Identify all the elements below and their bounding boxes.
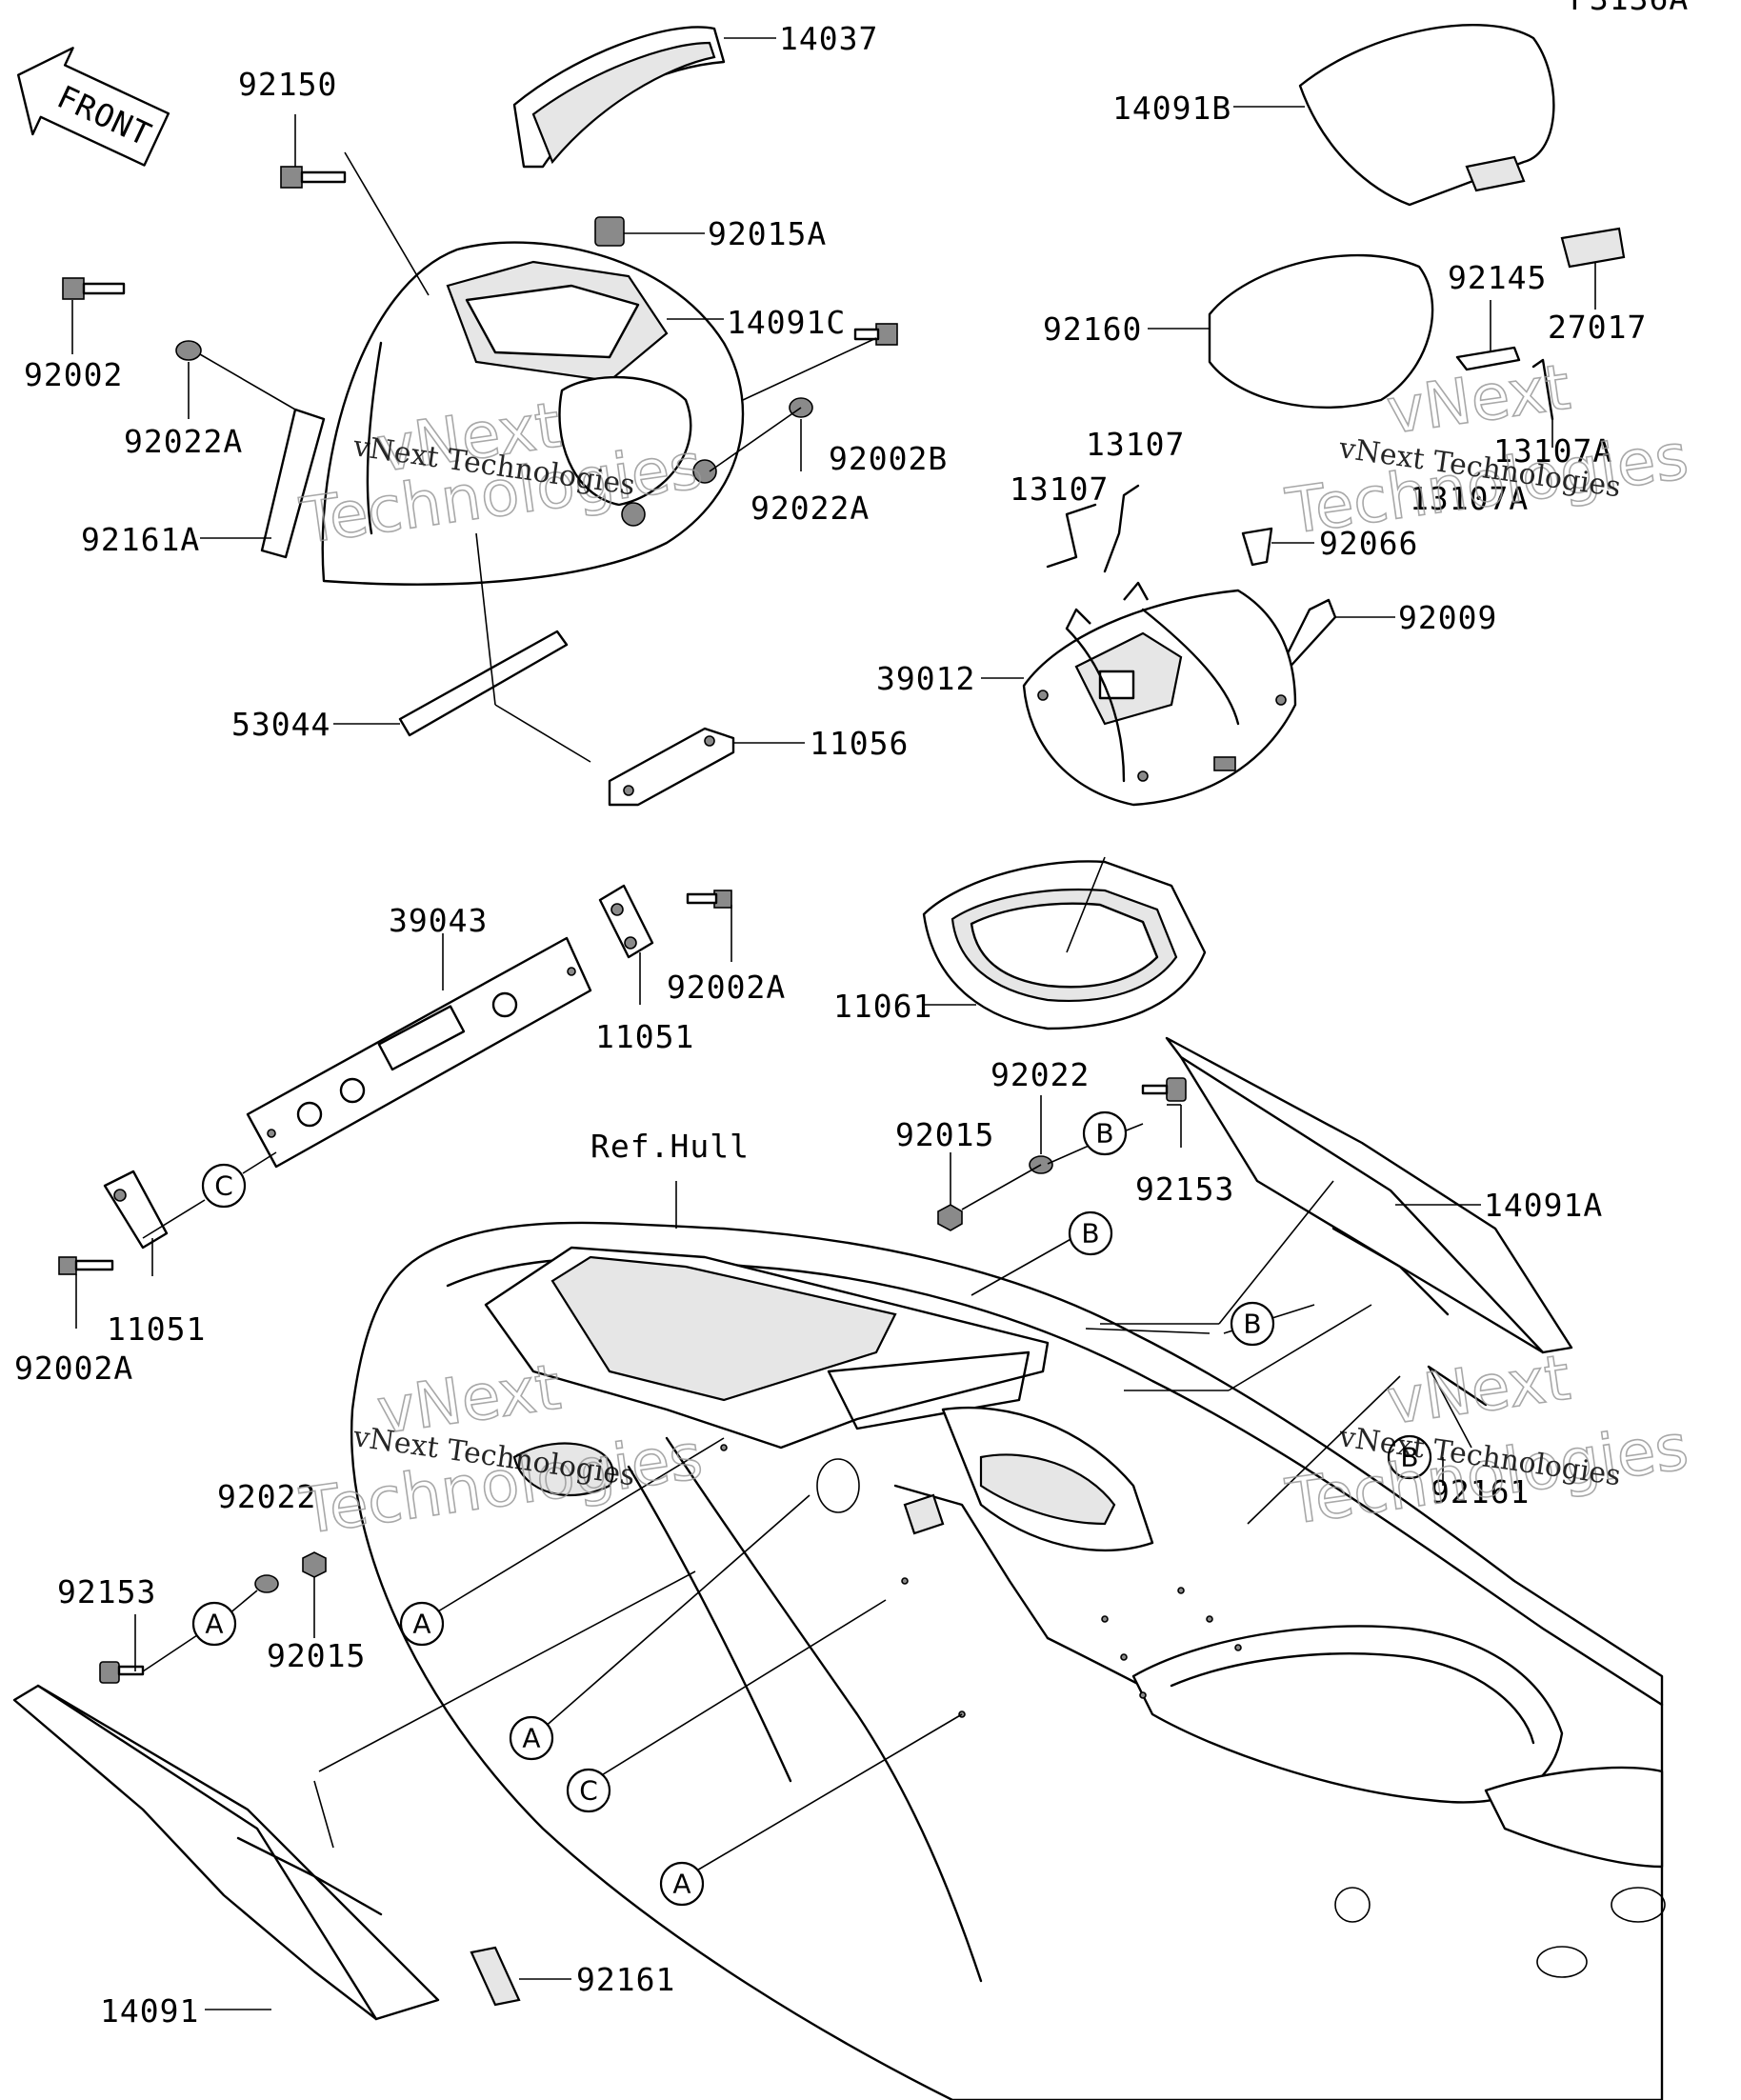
label-39012: 39012 bbox=[876, 660, 975, 697]
washer-92022-bottom bbox=[254, 1574, 279, 1593]
panel-39043 bbox=[246, 936, 592, 1169]
strip-92161-bottom bbox=[470, 1946, 521, 2007]
callout-a-1: A bbox=[191, 1601, 237, 1647]
label-92022-bottom: 92022 bbox=[217, 1478, 316, 1515]
front-arrow: FRONT bbox=[16, 47, 170, 167]
strip-92161-right bbox=[1427, 1365, 1488, 1407]
label-92066: 92066 bbox=[1319, 525, 1418, 562]
svg-text:B: B bbox=[1400, 1442, 1418, 1473]
watermark-right-bottom: vNext Technologies vNext Technologies bbox=[1281, 1340, 1693, 1540]
label-92153-top: 92153 bbox=[1135, 1170, 1234, 1208]
label-14037: 14037 bbox=[779, 20, 878, 57]
svg-text:C: C bbox=[214, 1170, 233, 1202]
label-14091: 14091 bbox=[100, 1992, 199, 2030]
label-53044: 53044 bbox=[231, 706, 330, 743]
cowling-14091c bbox=[321, 241, 745, 586]
grip-14037 bbox=[512, 26, 726, 169]
svg-text:A: A bbox=[412, 1609, 430, 1640]
gasket-11061 bbox=[922, 860, 1207, 1030]
callout-c-2: C bbox=[566, 1768, 611, 1813]
svg-text:B: B bbox=[1081, 1218, 1099, 1250]
bolt-92150 bbox=[280, 166, 347, 189]
storage-box-39012 bbox=[1022, 581, 1297, 807]
label-92009: 92009 bbox=[1398, 599, 1497, 636]
label-27017: 27017 bbox=[1548, 309, 1647, 346]
label-13107-a: 13107 bbox=[1086, 426, 1185, 463]
label-39043: 39043 bbox=[389, 902, 488, 939]
label-27017 bbox=[1560, 227, 1626, 269]
label-92022-top: 92022 bbox=[991, 1056, 1090, 1093]
grommet-92066 bbox=[1241, 527, 1273, 567]
label-13107a-a: 13107A bbox=[1493, 432, 1612, 470]
leader-lines bbox=[71, 37, 1596, 2010]
label-11051-bottom: 11051 bbox=[107, 1310, 206, 1348]
label-92161-bottom: 92161 bbox=[576, 1961, 675, 1998]
label-92015-bottom: 92015 bbox=[267, 1637, 366, 1674]
label-92160: 92160 bbox=[1043, 310, 1142, 348]
label-14091b: 14091B bbox=[1112, 90, 1231, 127]
washer-92022a-left bbox=[175, 340, 202, 361]
bolt-92002b bbox=[853, 323, 898, 346]
label-92015-top: 92015 bbox=[895, 1116, 994, 1153]
ref-hull-label: Ref.Hull bbox=[590, 1128, 750, 1165]
label-92145: 92145 bbox=[1448, 259, 1547, 296]
label-92150: 92150 bbox=[238, 66, 337, 103]
bracket-11056 bbox=[608, 727, 735, 807]
callout-b-2: B bbox=[1068, 1210, 1113, 1256]
callout-c-1: C bbox=[201, 1163, 247, 1209]
label-92161-right: 92161 bbox=[1431, 1473, 1530, 1510]
svg-text:C: C bbox=[579, 1775, 598, 1807]
label-13107a-b: 13107A bbox=[1410, 480, 1529, 517]
plate-11051-top bbox=[598, 884, 654, 959]
nut-92015-bottom bbox=[302, 1551, 327, 1578]
label-92022a-right: 92022A bbox=[750, 490, 870, 527]
clip-92015a bbox=[594, 216, 625, 247]
callout-b-3: B bbox=[1230, 1301, 1275, 1347]
label-14091c: 14091C bbox=[727, 304, 846, 341]
svg-text:vNext: vNext bbox=[1383, 1341, 1575, 1439]
callout-a-3: A bbox=[509, 1715, 554, 1761]
clip-92153-bottom bbox=[99, 1661, 120, 1684]
bolt-92002a-bottom bbox=[58, 1256, 114, 1275]
label-11056: 11056 bbox=[810, 725, 909, 762]
svg-text:B: B bbox=[1243, 1309, 1261, 1340]
svg-text:A: A bbox=[522, 1723, 540, 1754]
strip-53044 bbox=[398, 630, 569, 737]
label-92161a: 92161A bbox=[81, 521, 200, 558]
callout-a-4: A bbox=[659, 1861, 705, 1907]
label-92153-bottom: 92153 bbox=[57, 1573, 156, 1610]
bolt-92002 bbox=[62, 277, 126, 300]
diagram-code: F3136A bbox=[1570, 0, 1689, 17]
clip-92153-top bbox=[1166, 1077, 1187, 1102]
svg-text:A: A bbox=[205, 1609, 223, 1640]
label-11051-top: 11051 bbox=[595, 1018, 694, 1055]
plate-11051-bottom bbox=[103, 1170, 169, 1250]
bolt-92002a-top bbox=[686, 890, 732, 909]
label-92002a-top: 92002A bbox=[667, 969, 786, 1006]
label-92022a-left: 92022A bbox=[124, 423, 243, 460]
callout-b-4: B bbox=[1387, 1434, 1432, 1480]
pad-92160 bbox=[1208, 253, 1434, 410]
callout-a-2: A bbox=[399, 1601, 445, 1647]
callout-b-1: B bbox=[1082, 1110, 1128, 1156]
nut-92015-top bbox=[937, 1204, 963, 1231]
label-92002b: 92002B bbox=[829, 440, 948, 477]
label-13107-b: 13107 bbox=[1010, 470, 1109, 508]
side-cover-14091 bbox=[12, 1684, 440, 2021]
label-14091a: 14091A bbox=[1484, 1187, 1603, 1224]
lid-14091b bbox=[1298, 24, 1555, 207]
svg-text:A: A bbox=[672, 1869, 690, 1900]
label-11061: 11061 bbox=[833, 988, 932, 1025]
strip-92161a bbox=[260, 408, 326, 559]
label-92002: 92002 bbox=[24, 356, 123, 393]
label-92015a: 92015A bbox=[708, 215, 827, 252]
label-92002a-bottom: 92002A bbox=[14, 1350, 133, 1387]
svg-text:B: B bbox=[1095, 1118, 1113, 1150]
